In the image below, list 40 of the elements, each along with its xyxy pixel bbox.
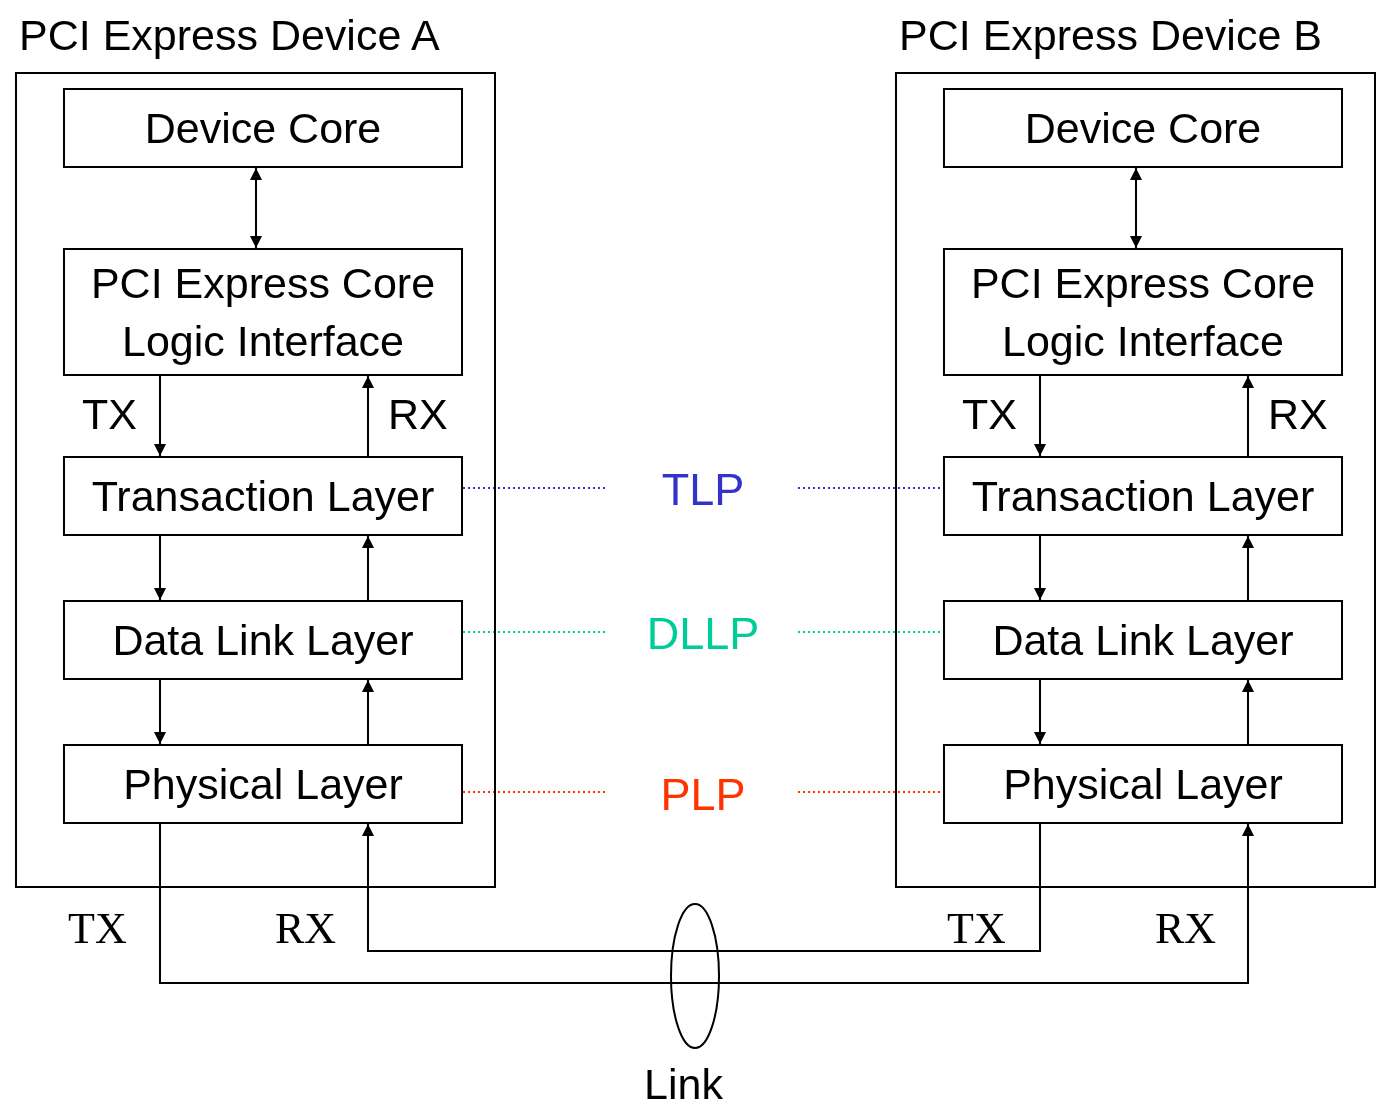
edge-label: RX [1268, 390, 1328, 438]
arrow [362, 823, 1041, 952]
arrow [154, 535, 166, 601]
link-label: Link [644, 1060, 723, 1108]
signal-label: TX [68, 905, 127, 953]
signal-label: RX [275, 905, 337, 953]
arrow [159, 823, 1254, 984]
arrow [154, 375, 166, 457]
arrow [1130, 167, 1142, 249]
arrow [154, 679, 166, 745]
edge-label: TX [82, 390, 137, 438]
layer-box: Transaction Layer [943, 456, 1343, 536]
layer-box: Device Core [943, 88, 1343, 168]
edge-label: TX [962, 390, 1017, 438]
packet-label: DLLP [608, 607, 798, 661]
arrow [362, 679, 374, 745]
signal-label: RX [1155, 905, 1217, 953]
edge-label: RX [388, 390, 448, 438]
arrow [1034, 375, 1046, 457]
packet-label: TLP [608, 463, 798, 517]
arrow [250, 167, 262, 249]
layer-box: PCI Express Core Logic Interface [943, 248, 1343, 376]
arrow [1242, 535, 1254, 601]
arrow [362, 535, 374, 601]
layer-box: Data Link Layer [63, 600, 463, 680]
layer-box: Physical Layer [943, 744, 1343, 824]
arrow [1242, 679, 1254, 745]
layer-box: Data Link Layer [943, 600, 1343, 680]
device-title: PCI Express Device B [899, 10, 1322, 60]
packet-label: PLP [608, 768, 798, 822]
signal-label: TX [947, 905, 1006, 953]
device-title: PCI Express Device A [19, 10, 440, 60]
arrow [362, 375, 374, 457]
arrow [1034, 679, 1046, 745]
layer-box: Transaction Layer [63, 456, 463, 536]
arrow [1242, 375, 1254, 457]
layer-box: Device Core [63, 88, 463, 168]
layer-box: Physical Layer [63, 744, 463, 824]
arrow [1034, 535, 1046, 601]
layer-box: PCI Express Core Logic Interface [63, 248, 463, 376]
